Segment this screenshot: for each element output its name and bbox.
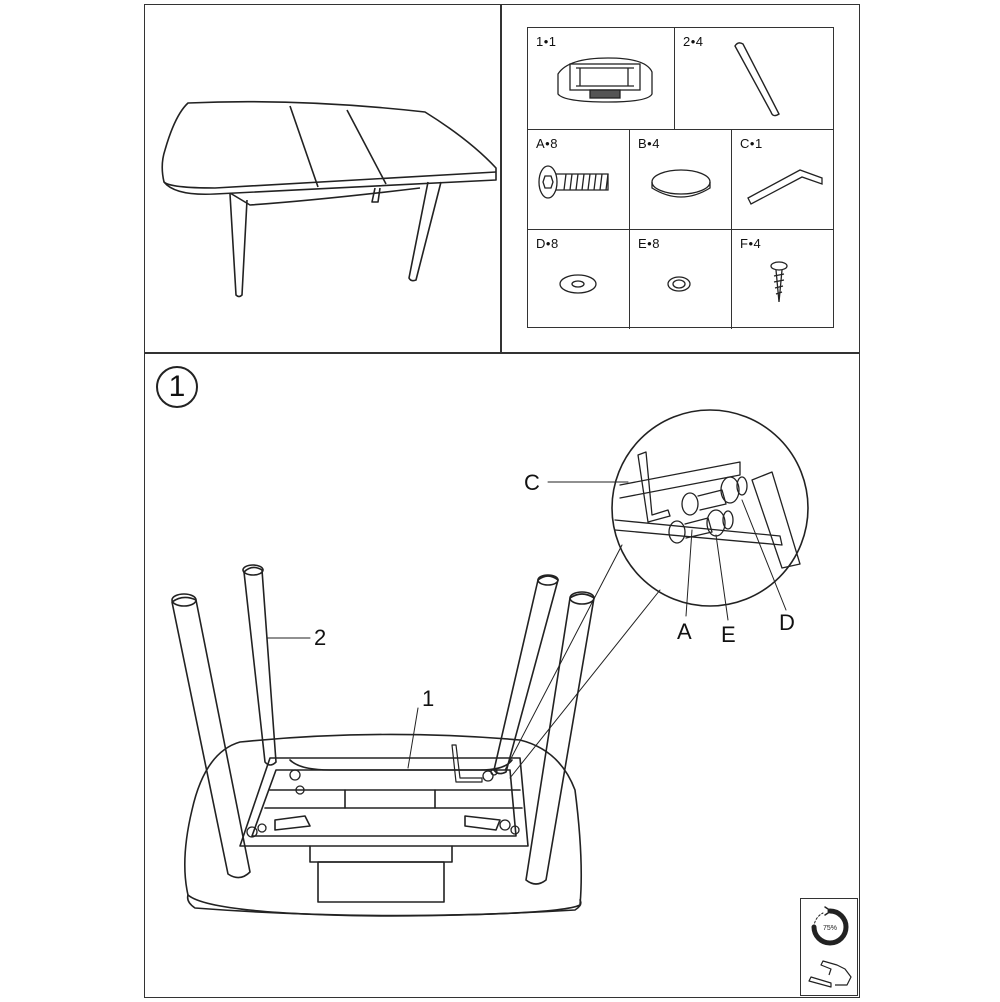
part-cell-pad: B•4 [630, 130, 732, 230]
part-cell-screw: F•4 [732, 230, 833, 329]
pad-icon [651, 169, 711, 198]
tightening-badge: 75% [800, 898, 858, 996]
callout-flat-washer: D [779, 610, 795, 635]
part-cell-spring-washer: E•8 [630, 230, 732, 329]
part-label: A•8 [536, 136, 558, 151]
hand-allen-key-icon [808, 960, 852, 988]
leg-icon [734, 42, 780, 117]
part-cell-tabletop: 1•1 [528, 28, 675, 130]
part-cell-leg: 2•4 [675, 28, 833, 130]
allen-key-icon [747, 169, 823, 205]
part-label: E•8 [638, 236, 660, 251]
horizontal-divider [144, 352, 860, 354]
part-label: B•4 [638, 136, 660, 151]
callout-bolt: A [677, 619, 692, 644]
part-cell-bolt: A•8 [528, 130, 630, 230]
callout-leg: 2 [314, 625, 327, 650]
callout-spring-washer: E [721, 622, 736, 647]
flat-washer-icon [559, 274, 597, 294]
part-label: 2•4 [683, 34, 704, 49]
page-frame [144, 4, 860, 998]
part-label: F•4 [740, 236, 762, 251]
spring-washer-icon [667, 276, 691, 292]
tabletop-frame-icon [557, 57, 653, 103]
part-label: 1•1 [536, 34, 557, 49]
screw-icon [770, 261, 788, 303]
tighten-75-icon: 75% [811, 906, 849, 946]
part-label: D•8 [536, 236, 559, 251]
part-label: C•1 [740, 136, 763, 151]
part-cell-flat-washer: D•8 [528, 230, 630, 329]
vertical-divider [500, 4, 502, 352]
callout-allen-key: C [524, 470, 540, 495]
badge-percent: 75% [823, 925, 837, 932]
part-cell-allen-key: C•1 [732, 130, 833, 230]
callout-frame: 1 [422, 686, 435, 711]
parts-table: 1•1 2•4 A•8 B• [527, 27, 834, 329]
bolt-icon [538, 165, 609, 199]
step-number: 1 [156, 366, 198, 408]
